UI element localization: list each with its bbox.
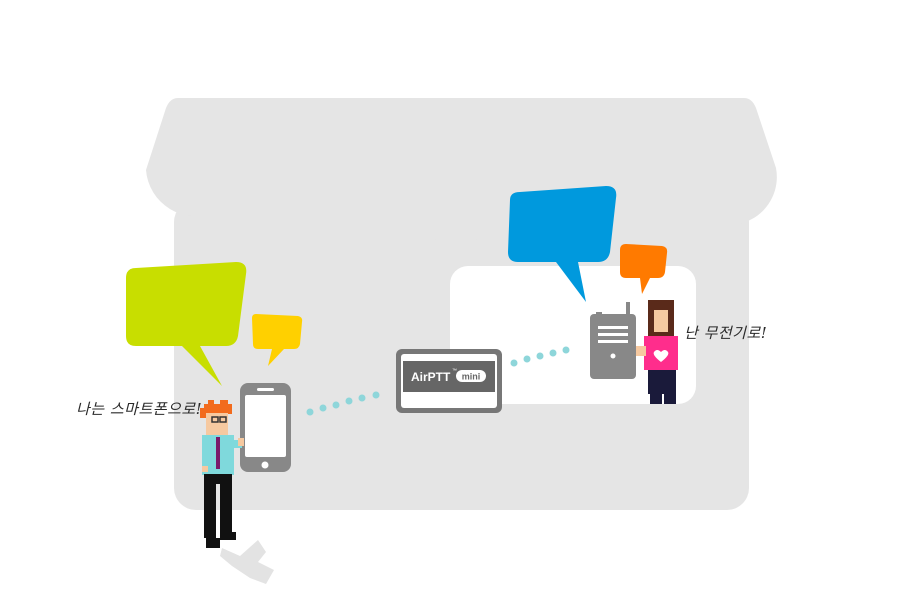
connection-dots-right (510, 346, 570, 367)
woman-character (636, 300, 678, 404)
speech-bubble-blue (508, 186, 617, 302)
speech-bubble-orange (620, 244, 668, 294)
device-brand-label: AirPTT (411, 370, 451, 384)
radio-user-caption: 난 무전기로! (684, 324, 768, 342)
smartphone-user-caption: 나는 스마트폰으로! (76, 400, 203, 418)
connection-dots-left (306, 391, 380, 416)
speech-bubble-yellow (252, 314, 303, 366)
airptt-mini-device: AirPTT ™ mini (396, 349, 502, 413)
smartphone (240, 383, 291, 472)
device-model-label: mini (462, 372, 481, 382)
speech-bubble-lime (126, 262, 247, 386)
device-trademark: ™ (452, 368, 457, 374)
store-awning (146, 98, 777, 245)
man-character (200, 400, 274, 584)
walkie-talkie (590, 302, 636, 379)
